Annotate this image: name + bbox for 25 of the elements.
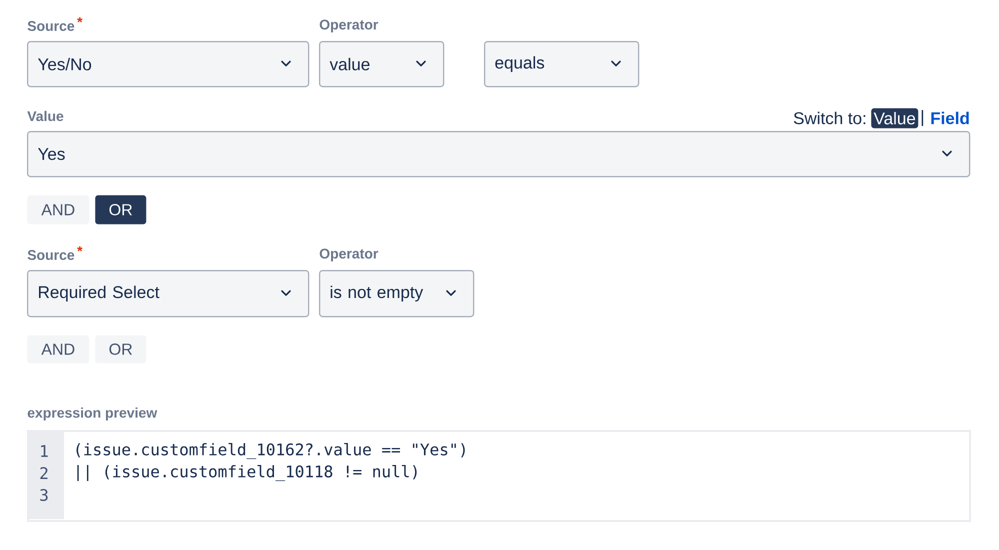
field-label: Operator: [320, 20, 378, 32]
toggle-button: AND: [27, 195, 90, 224]
toggle-button: OR: [95, 335, 146, 364]
dropdown: Required Select: [27, 270, 310, 318]
code-line: || (issue.customfield_10118 != null): [77, 465, 417, 482]
field-label: Operator: [320, 248, 378, 262]
dropdown: Yes: [27, 131, 970, 178]
dropdown: equals: [484, 41, 640, 88]
switch-text: Switch to:: [794, 112, 866, 124]
code-line: (issue.customfield_10162?.value == "Yes"): [76, 443, 465, 460]
field-label: Source: [28, 250, 74, 260]
toggle-button: AND: [27, 335, 90, 364]
toggle-option: Value: [871, 108, 918, 128]
required-mark: *: [77, 17, 82, 22]
toggle-button: OR: [95, 195, 146, 224]
dropdown: value: [319, 41, 444, 88]
field-label: Value: [27, 110, 64, 122]
link: Field: [931, 112, 969, 124]
line-number: 3: [40, 488, 48, 502]
dropdown: Yes/No: [27, 41, 310, 88]
dropdown: is not empty: [319, 270, 474, 318]
required-mark: *: [77, 246, 82, 252]
switch-text: |: [922, 110, 924, 126]
line-number: 1: [41, 445, 48, 457]
line-number: 2: [40, 467, 48, 479]
